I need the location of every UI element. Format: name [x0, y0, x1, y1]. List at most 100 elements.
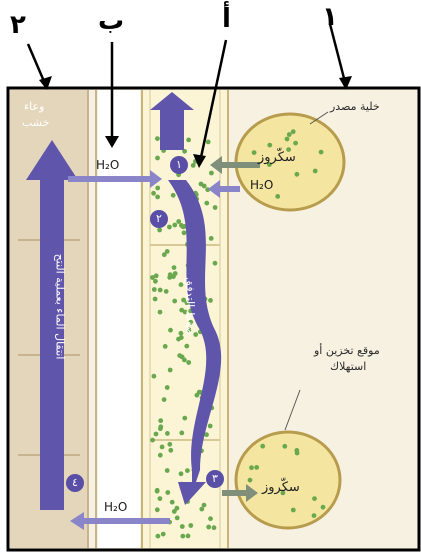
sucrose-dot	[199, 507, 204, 512]
label-h2o-2: H₂O	[250, 178, 273, 192]
sucrose-dot	[267, 143, 272, 148]
sucrose-dot	[154, 273, 159, 278]
sucrose-dot	[185, 468, 190, 473]
step-4-badge: ٤	[66, 474, 84, 492]
sucrose-dot	[152, 374, 157, 379]
sucrose-dot	[291, 129, 296, 134]
label-h2o-1: H₂O	[96, 158, 119, 172]
step-1-badge: ١	[170, 156, 188, 174]
sucrose-dot	[202, 184, 207, 189]
label-xylem-line2: خشب	[22, 116, 49, 129]
sucrose-dot	[165, 385, 170, 390]
sucrose-dot	[179, 471, 184, 476]
sucrose-dot	[254, 465, 259, 470]
sucrose-dot	[165, 490, 170, 495]
label-letter-b: ب	[98, 6, 124, 36]
sucrose-dot	[209, 171, 214, 176]
sucrose-dot	[252, 150, 257, 155]
sucrose-dot	[293, 141, 298, 146]
sucrose-dot	[175, 506, 180, 511]
sucrose-dot	[186, 534, 191, 539]
sucrose-dot	[249, 465, 254, 470]
label-h2o-3: H₂O	[104, 500, 127, 514]
sucrose-dot	[172, 223, 177, 228]
sucrose-dot	[158, 288, 163, 293]
sucrose-dot	[155, 195, 160, 200]
sucrose-dot	[275, 194, 280, 199]
sucrose-dot	[175, 516, 180, 521]
sucrose-dot	[312, 496, 317, 501]
sucrose-dot	[313, 169, 318, 174]
sucrose-dot	[182, 416, 187, 421]
label-num-2: ٢	[10, 10, 26, 40]
sucrose-dot	[164, 289, 169, 294]
sucrose-dot	[152, 287, 157, 292]
sucrose-dot	[172, 299, 177, 304]
step-3-badge: ٣	[206, 470, 224, 488]
sucrose-dot	[197, 390, 202, 395]
label-transpiration: انتقال الماء بعملية النتح	[54, 227, 67, 387]
sucrose-dot	[319, 150, 324, 155]
sucrose-dot	[161, 532, 166, 537]
sucrose-dot	[170, 500, 175, 505]
label-sucrose-top: سكّروز	[258, 150, 296, 165]
sucrose-dot	[168, 368, 173, 373]
sucrose-dot	[206, 525, 211, 530]
sucrose-dot	[188, 523, 193, 528]
pointer-1	[330, 24, 346, 86]
sucrose-dot	[182, 230, 187, 235]
sucrose-dot	[158, 453, 163, 458]
sucrose-dot	[156, 534, 161, 539]
sucrose-dot	[208, 516, 213, 521]
sucrose-dot	[151, 191, 156, 196]
sucrose-dot	[162, 252, 167, 257]
sucrose-dot	[294, 448, 299, 453]
label-storage-line2: استهلاك	[330, 360, 366, 373]
sucrose-dot	[153, 279, 158, 284]
sucrose-dot	[186, 138, 191, 143]
sucrose-dot	[176, 337, 181, 342]
sucrose-dot	[158, 418, 163, 423]
sucrose-dot	[155, 156, 160, 161]
sucrose-dot	[157, 228, 162, 233]
sucrose-dot	[312, 513, 317, 518]
label-source-cell: خلية مصدر	[330, 100, 380, 113]
sucrose-dot	[295, 172, 300, 177]
sucrose-dot	[212, 525, 217, 530]
sucrose-dot	[282, 444, 287, 449]
sucrose-dot	[150, 438, 155, 443]
sucrose-dot	[248, 478, 253, 483]
sucrose-dot	[160, 445, 165, 450]
label-num-1: ١	[322, 2, 338, 32]
sucrose-dot	[287, 132, 292, 137]
sucrose-dot	[176, 219, 181, 224]
sucrose-dot	[204, 201, 209, 206]
sucrose-dot	[181, 224, 186, 229]
sucrose-dot	[163, 344, 168, 349]
sucrose-dot	[213, 261, 218, 266]
label-letter-a: أ	[222, 4, 231, 34]
label-pressure-flow: ضغط التدفق	[184, 247, 197, 367]
sucrose-dot	[168, 328, 173, 333]
label-storage-line1: موقع تخزين أو	[314, 344, 380, 357]
sucrose-dot	[285, 137, 290, 142]
sucrose-dot	[153, 297, 158, 302]
label-sucrose-bottom: سكّروز	[262, 480, 300, 495]
sucrose-dot	[180, 524, 185, 529]
sucrose-dot	[168, 448, 173, 453]
sucrose-dot	[213, 205, 218, 210]
sucrose-dot	[191, 163, 196, 168]
sucrose-dot	[155, 489, 160, 494]
sucrose-dot	[162, 397, 167, 402]
sucrose-dot	[155, 136, 160, 141]
sucrose-dot	[208, 424, 213, 429]
sucrose-dot	[165, 468, 170, 473]
label-xylem-line1: وعاء	[24, 100, 44, 113]
sucrose-dot	[208, 298, 213, 303]
sucrose-dot	[158, 424, 163, 429]
sucrose-dot	[321, 505, 326, 510]
sucrose-dot	[158, 310, 163, 315]
sucrose-dot	[167, 442, 172, 447]
sucrose-dot	[180, 534, 185, 539]
